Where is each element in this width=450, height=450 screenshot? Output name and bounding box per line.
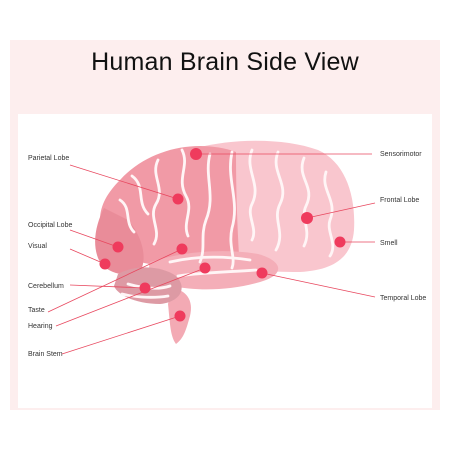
- label-occipital-lobe: Occipital Lobe: [28, 222, 72, 229]
- label-temporal-lobe: Temporal Lobe: [380, 295, 426, 302]
- label-taste: Taste: [28, 307, 45, 314]
- brain-gyri: [118, 148, 335, 299]
- label-parietal-lobe: Parietal Lobe: [28, 155, 69, 162]
- marker-smell: [334, 236, 346, 248]
- label-hearing: Hearing: [28, 323, 53, 330]
- occipital-lobe-shape: [95, 208, 144, 275]
- marker-hearing: [199, 262, 211, 274]
- label-brain-stem: Brain Stem: [28, 351, 63, 358]
- markers: [99, 148, 346, 322]
- label-cerebellum: Cerebellum: [28, 283, 64, 290]
- marker-temporal-lobe: [256, 267, 268, 279]
- marker-parietal-lobe: [172, 193, 184, 205]
- marker-occipital-lobe: [112, 241, 124, 253]
- marker-cerebellum: [139, 282, 151, 294]
- marker-frontal-lobe: [301, 212, 313, 224]
- label-visual: Visual: [28, 243, 47, 250]
- label-sensorimotor: Sensorimotor: [380, 151, 422, 158]
- marker-taste: [176, 243, 188, 255]
- marker-visual: [99, 258, 111, 270]
- leader-lines: [47, 153, 376, 355]
- label-frontal-lobe: Frontal Lobe: [380, 197, 419, 204]
- label-smell: Smell: [380, 240, 398, 247]
- marker-sensorimotor: [190, 148, 202, 160]
- page-title: Human Brain Side View: [91, 48, 359, 76]
- marker-brain-stem: [174, 310, 186, 322]
